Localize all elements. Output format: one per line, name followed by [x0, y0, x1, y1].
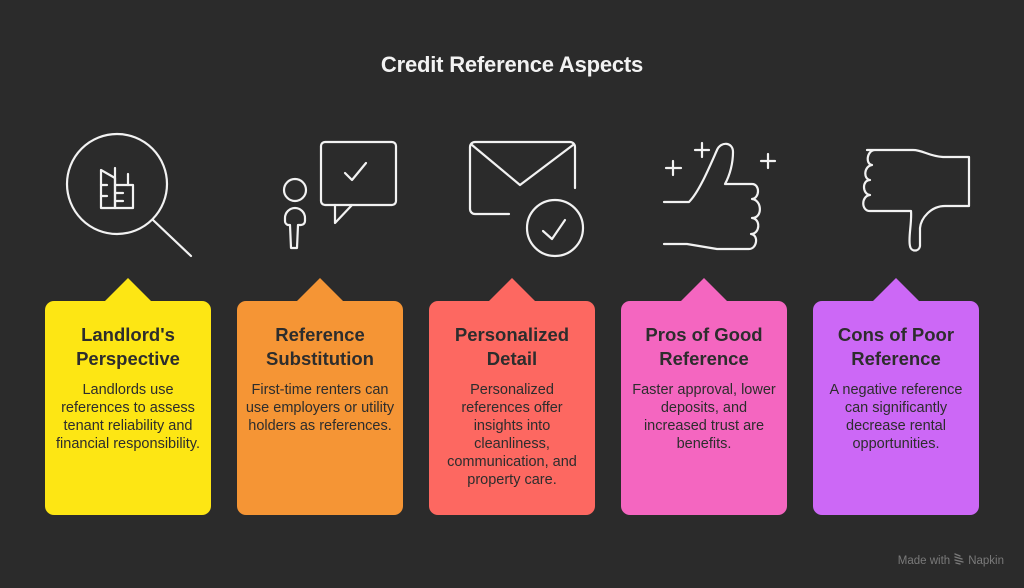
card-reference-substitution: Reference Substitution First-time renter…: [237, 278, 403, 515]
card-personalized-detail: Personalized Detail Personalized referen…: [429, 278, 595, 515]
card-description: Landlords use references to assess tenan…: [56, 382, 200, 452]
card-description: First-time renters can use employers or …: [245, 382, 395, 434]
card-title: Personalized Detail: [454, 324, 570, 369]
made-with-label: Made with: [897, 554, 951, 567]
building-magnifier-icon: [45, 125, 211, 260]
card-description: Faster approval, lower deposits, and inc…: [632, 382, 776, 452]
thumbs-down-icon: [813, 125, 979, 260]
card-title: Cons of Poor Reference: [837, 324, 955, 369]
napkin-brand-label: Napkin: [968, 554, 1004, 567]
person-speech-check-icon: [237, 125, 403, 260]
card-pros-of-good-reference: Pros of Good Reference Faster approval, …: [621, 278, 787, 515]
card-cons-of-poor-reference: Cons of Poor Reference A negative refere…: [813, 278, 979, 515]
napkin-logo-icon: [954, 553, 964, 568]
card-title: Pros of Good Reference: [645, 324, 763, 369]
card-landlords-perspective: Landlord's Perspective Landlords use ref…: [45, 278, 211, 515]
thumbs-up-icon: [621, 125, 787, 260]
card-description: Personalized references offer insights i…: [447, 382, 577, 488]
card-title: Landlord's Perspective: [76, 324, 180, 369]
card-title: Reference Substitution: [266, 324, 374, 369]
card-description: A negative reference can significantly d…: [829, 382, 963, 452]
envelope-check-icon: [429, 125, 595, 260]
diagram-title: Credit Reference Aspects: [380, 52, 644, 77]
napkin-watermark: Made with Napkin: [898, 553, 1004, 568]
